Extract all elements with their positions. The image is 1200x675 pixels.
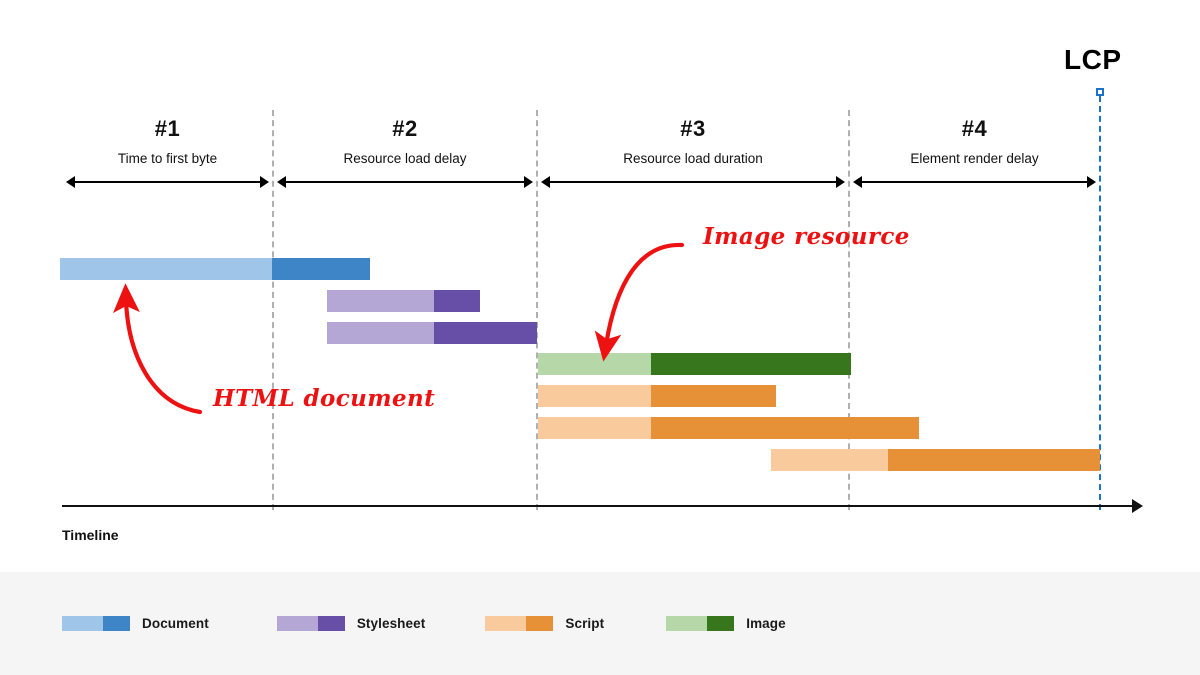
swatch-dark [526,616,554,631]
phase-gridline-1 [272,110,274,510]
legend-item-stylesheet[interactable]: Stylesheet [276,616,426,631]
phase-measure-arrow-4 [853,175,1096,189]
legend-item-document[interactable]: Document [62,616,209,631]
legend-swatch-image [666,616,735,631]
swatch-light [666,616,708,631]
legend-item-script[interactable]: Script [485,616,604,631]
resource-bar-document-1 [60,258,370,280]
legend-footer: Document Stylesheet Script Image [0,572,1200,675]
annotation-html-document: HTML document [213,385,436,412]
arrow-line [284,181,526,183]
arrow-line [73,181,262,183]
legend: Document Stylesheet Script Image [62,616,786,631]
arrow-head-right-icon [260,176,269,188]
bar-segment-wait [538,385,651,407]
arrow-head-right-icon [524,176,533,188]
swatch-dark [707,616,735,631]
legend-swatch-document [62,616,130,631]
bar-segment-wait [327,322,434,344]
lcp-marker-icon [1096,88,1104,96]
html-document-arrow [113,283,203,415]
bar-segment-wait [538,353,651,375]
phase-measure-arrow-3 [541,175,845,189]
swatch-light [62,616,103,631]
bar-segment-transfer [651,385,776,407]
swatch-light [485,616,527,631]
phase-number-2: #2 [392,116,418,141]
legend-swatch-script [485,616,554,631]
bar-segment-wait [327,290,434,312]
legend-label-stylesheet: Stylesheet [356,616,426,631]
bar-segment-transfer [434,322,537,344]
phase-name-1: Time to first byte [117,151,218,166]
legend-item-image[interactable]: Image [666,616,786,631]
phase-measure-arrow-1 [66,175,269,189]
swatch-dark [103,616,130,631]
arrow-head-left-icon [277,176,286,188]
bar-segment-wait [771,449,888,471]
bar-segment-transfer [651,417,919,439]
phase-name-3: Resource load duration [623,151,763,166]
resource-bar-script-7 [771,449,1100,471]
phase-gridline-2 [536,110,538,510]
phase-name-4: Element render delay [910,151,1039,166]
bar-segment-transfer [651,353,851,375]
legend-label-image: Image [746,616,786,631]
lcp-label: LCP [1064,44,1122,75]
phase-number-4: #4 [961,116,988,141]
swatch-light [276,616,318,631]
phase-number-1: #1 [154,116,181,141]
annotation-image-resource: Image resource [703,223,910,250]
resource-bar-script-6 [538,417,919,439]
arrow-line [860,181,1089,183]
timeline-axis-label: Timeline [62,527,119,543]
arrow-line [548,181,838,183]
resource-bar-image-4 [538,353,851,375]
phase-measure-arrow-2 [277,175,533,189]
arrow-head-left-icon [853,176,862,188]
timeline-axis-arrow-icon [1132,499,1143,513]
bar-segment-wait [60,258,272,280]
resource-bar-script-5 [538,385,776,407]
bar-segment-transfer [272,258,370,280]
phase-name-2: Resource load delay [343,151,467,166]
swatch-dark [317,616,345,631]
lcp-dashed-line [1099,96,1101,510]
arrow-head-left-icon [541,176,550,188]
bar-segment-transfer [888,449,1100,471]
legend-swatch-stylesheet [276,616,345,631]
arrow-head-right-icon [1087,176,1096,188]
image-resource-arrow [594,242,685,362]
timeline-axis [62,505,1134,508]
arrow-head-left-icon [66,176,75,188]
legend-label-script: Script [565,616,605,631]
resource-bar-stylesheet-2 [327,290,480,312]
bar-segment-transfer [434,290,480,312]
arrow-head-right-icon [836,176,845,188]
resource-bar-stylesheet-3 [327,322,537,344]
legend-label-document: Document [142,616,209,631]
bar-segment-wait [538,417,651,439]
phase-number-3: #3 [680,116,706,141]
phase-gridline-3 [848,110,850,510]
